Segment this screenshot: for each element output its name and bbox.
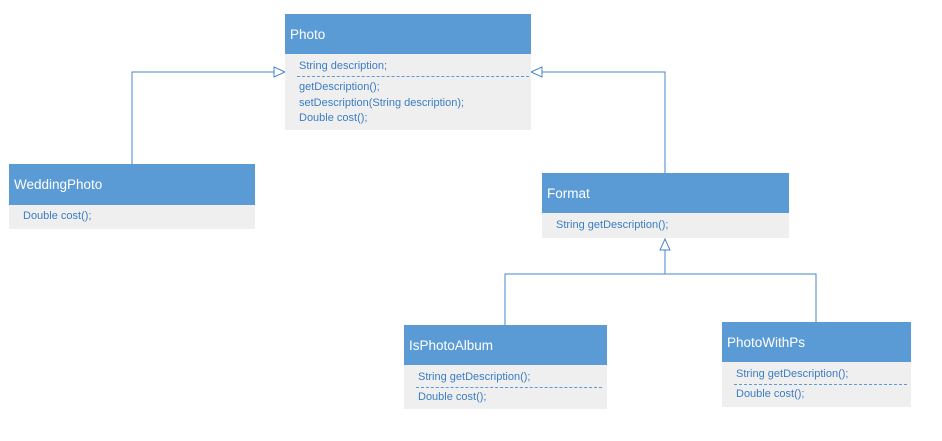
class-photo-method: getDescription(); bbox=[299, 80, 380, 93]
class-photo-attribute: String description; bbox=[299, 60, 388, 72]
connector-weddingphoto-photo bbox=[131, 71, 275, 164]
class-photowithps-divider bbox=[734, 383, 907, 385]
class-photo-attributes: String description; bbox=[299, 59, 531, 75]
class-format-methods: String getDescription(); bbox=[556, 218, 789, 234]
class-isphotoalbum-attributes: String getDescription(); bbox=[418, 370, 607, 386]
class-photo-methods: getDescription(); setDescription(String … bbox=[299, 80, 531, 127]
class-photowithps-methods: Double cost(); bbox=[736, 387, 911, 403]
arrowhead-photo-left bbox=[273, 66, 287, 78]
class-photo-method: Double cost(); bbox=[299, 112, 368, 125]
arrowhead-photo-right bbox=[529, 66, 543, 78]
class-format-header: Format bbox=[542, 173, 789, 213]
class-isphotoalbum-header: IsPhotoAlbum bbox=[404, 325, 607, 365]
class-photowithps-method: Double cost(); bbox=[736, 387, 805, 400]
class-weddingphoto-name: WeddingPhoto bbox=[14, 177, 103, 192]
class-photo[interactable]: Photo String description; getDescription… bbox=[285, 14, 531, 130]
class-photo-name: Photo bbox=[290, 26, 326, 42]
class-photo-method: setDescription(String description); bbox=[299, 96, 465, 109]
class-format-method: String getDescription(); bbox=[556, 219, 669, 231]
class-photo-header: Photo bbox=[285, 14, 531, 54]
class-isphotoalbum-body: String getDescription(); Double cost(); bbox=[404, 365, 607, 409]
class-isphotoalbum-methods: Double cost(); bbox=[418, 390, 607, 406]
class-photo-body: String description; getDescription(); se… bbox=[285, 54, 531, 130]
connector-photowithps-format bbox=[665, 273, 817, 322]
class-photowithps-attributes: String getDescription(); bbox=[736, 367, 911, 383]
class-weddingphoto-header: WeddingPhoto bbox=[9, 164, 255, 205]
class-isphotoalbum-divider bbox=[416, 386, 602, 388]
class-photowithps[interactable]: PhotoWithPs String getDescription(); Dou… bbox=[722, 322, 911, 407]
class-format-body: String getDescription(); bbox=[542, 213, 789, 238]
class-weddingphoto-method: Double cost(); bbox=[23, 210, 92, 222]
arrowhead-format-bottom bbox=[659, 237, 671, 251]
class-photo-divider bbox=[297, 75, 529, 77]
connector-isphotoalbum-format bbox=[504, 249, 666, 325]
connector-format-photo bbox=[541, 71, 666, 173]
class-isphotoalbum-attribute: String getDescription(); bbox=[418, 371, 531, 383]
class-format[interactable]: Format String getDescription(); bbox=[542, 173, 789, 238]
class-format-name: Format bbox=[547, 185, 590, 201]
class-isphotoalbum-method: Double cost(); bbox=[418, 390, 487, 403]
class-isphotoalbum-name: IsPhotoAlbum bbox=[409, 337, 494, 353]
class-photowithps-header: PhotoWithPs bbox=[722, 322, 911, 362]
class-weddingphoto-methods: Double cost(); bbox=[23, 209, 255, 225]
class-weddingphoto[interactable]: WeddingPhoto Double cost(); bbox=[9, 164, 255, 229]
class-photowithps-name: PhotoWithPs bbox=[727, 334, 806, 350]
class-isphotoalbum[interactable]: IsPhotoAlbum String getDescription(); Do… bbox=[404, 325, 607, 409]
class-photowithps-body: String getDescription(); Double cost(); bbox=[722, 362, 911, 407]
class-weddingphoto-body: Double cost(); bbox=[9, 205, 255, 229]
class-photowithps-attribute: String getDescription(); bbox=[736, 368, 849, 380]
